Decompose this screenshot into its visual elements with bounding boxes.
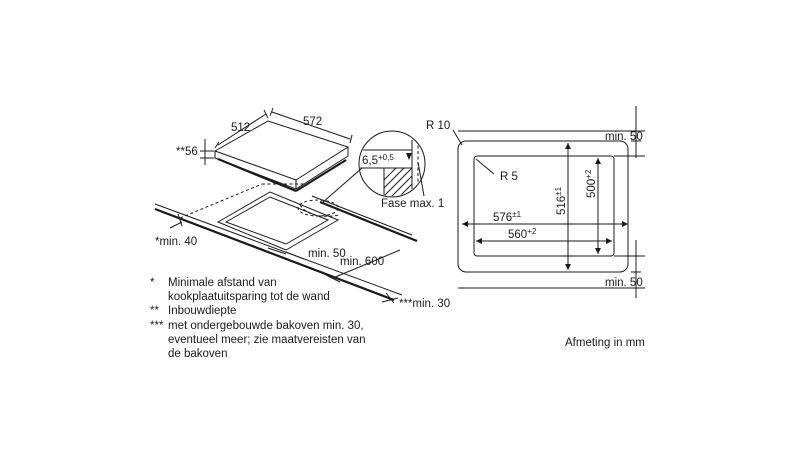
min-bottom-label: ***min. 30	[399, 298, 450, 310]
outer-radius-label: R 10	[426, 120, 450, 132]
build-in-depth-label: **56	[176, 146, 198, 158]
edge-detail: 6,5+0,5 Fase max. 1	[358, 130, 444, 210]
inner-width-label: 560+2	[508, 227, 537, 241]
detail-circle	[358, 130, 426, 198]
outer-cutout-rect	[457, 140, 629, 273]
worktop-drawing: *min. 40 min. 50 min. 600 ***min. 30	[154, 167, 450, 310]
hob-width-label: 572	[303, 116, 322, 128]
min-top-label: min. 50	[605, 131, 643, 143]
outer-width-label: 576±1	[493, 210, 522, 224]
unit-note: Afmeting in mm	[565, 337, 645, 349]
chamfer-label: Fase max. 1	[381, 198, 444, 210]
min-side-label: min. 50	[308, 248, 346, 260]
min-depth-label: min. 600	[340, 256, 384, 268]
inner-depth-label: 500+2	[584, 169, 598, 198]
legend-item: *** met ondergebouwde bakoven min. 30, e…	[150, 319, 366, 361]
min-bottom-cutout-label: min. 50	[605, 277, 643, 289]
hob-drawing: 512 572 **56	[176, 107, 353, 193]
footnote-legend: * Minimale afstand van kookplaatuitspari…	[150, 276, 378, 361]
cutout-plan: R 10 R 5 min. 50 min. 50 576±1 560+2 516…	[426, 106, 645, 298]
inner-radius-label: R 5	[500, 171, 518, 183]
inner-cutout-rect	[473, 155, 615, 257]
thickness-label: 6,5+0,5	[362, 153, 394, 167]
worktop-cutout	[216, 191, 340, 251]
legend-item: ** Inbouwdiepte	[150, 305, 237, 318]
legend-item: * Minimale afstand van kookplaatuitspari…	[150, 277, 330, 304]
hob-depth-label: 512	[231, 122, 250, 134]
outer-depth-label: 516±1	[554, 186, 568, 215]
min-front-label: *min. 40	[155, 236, 197, 248]
